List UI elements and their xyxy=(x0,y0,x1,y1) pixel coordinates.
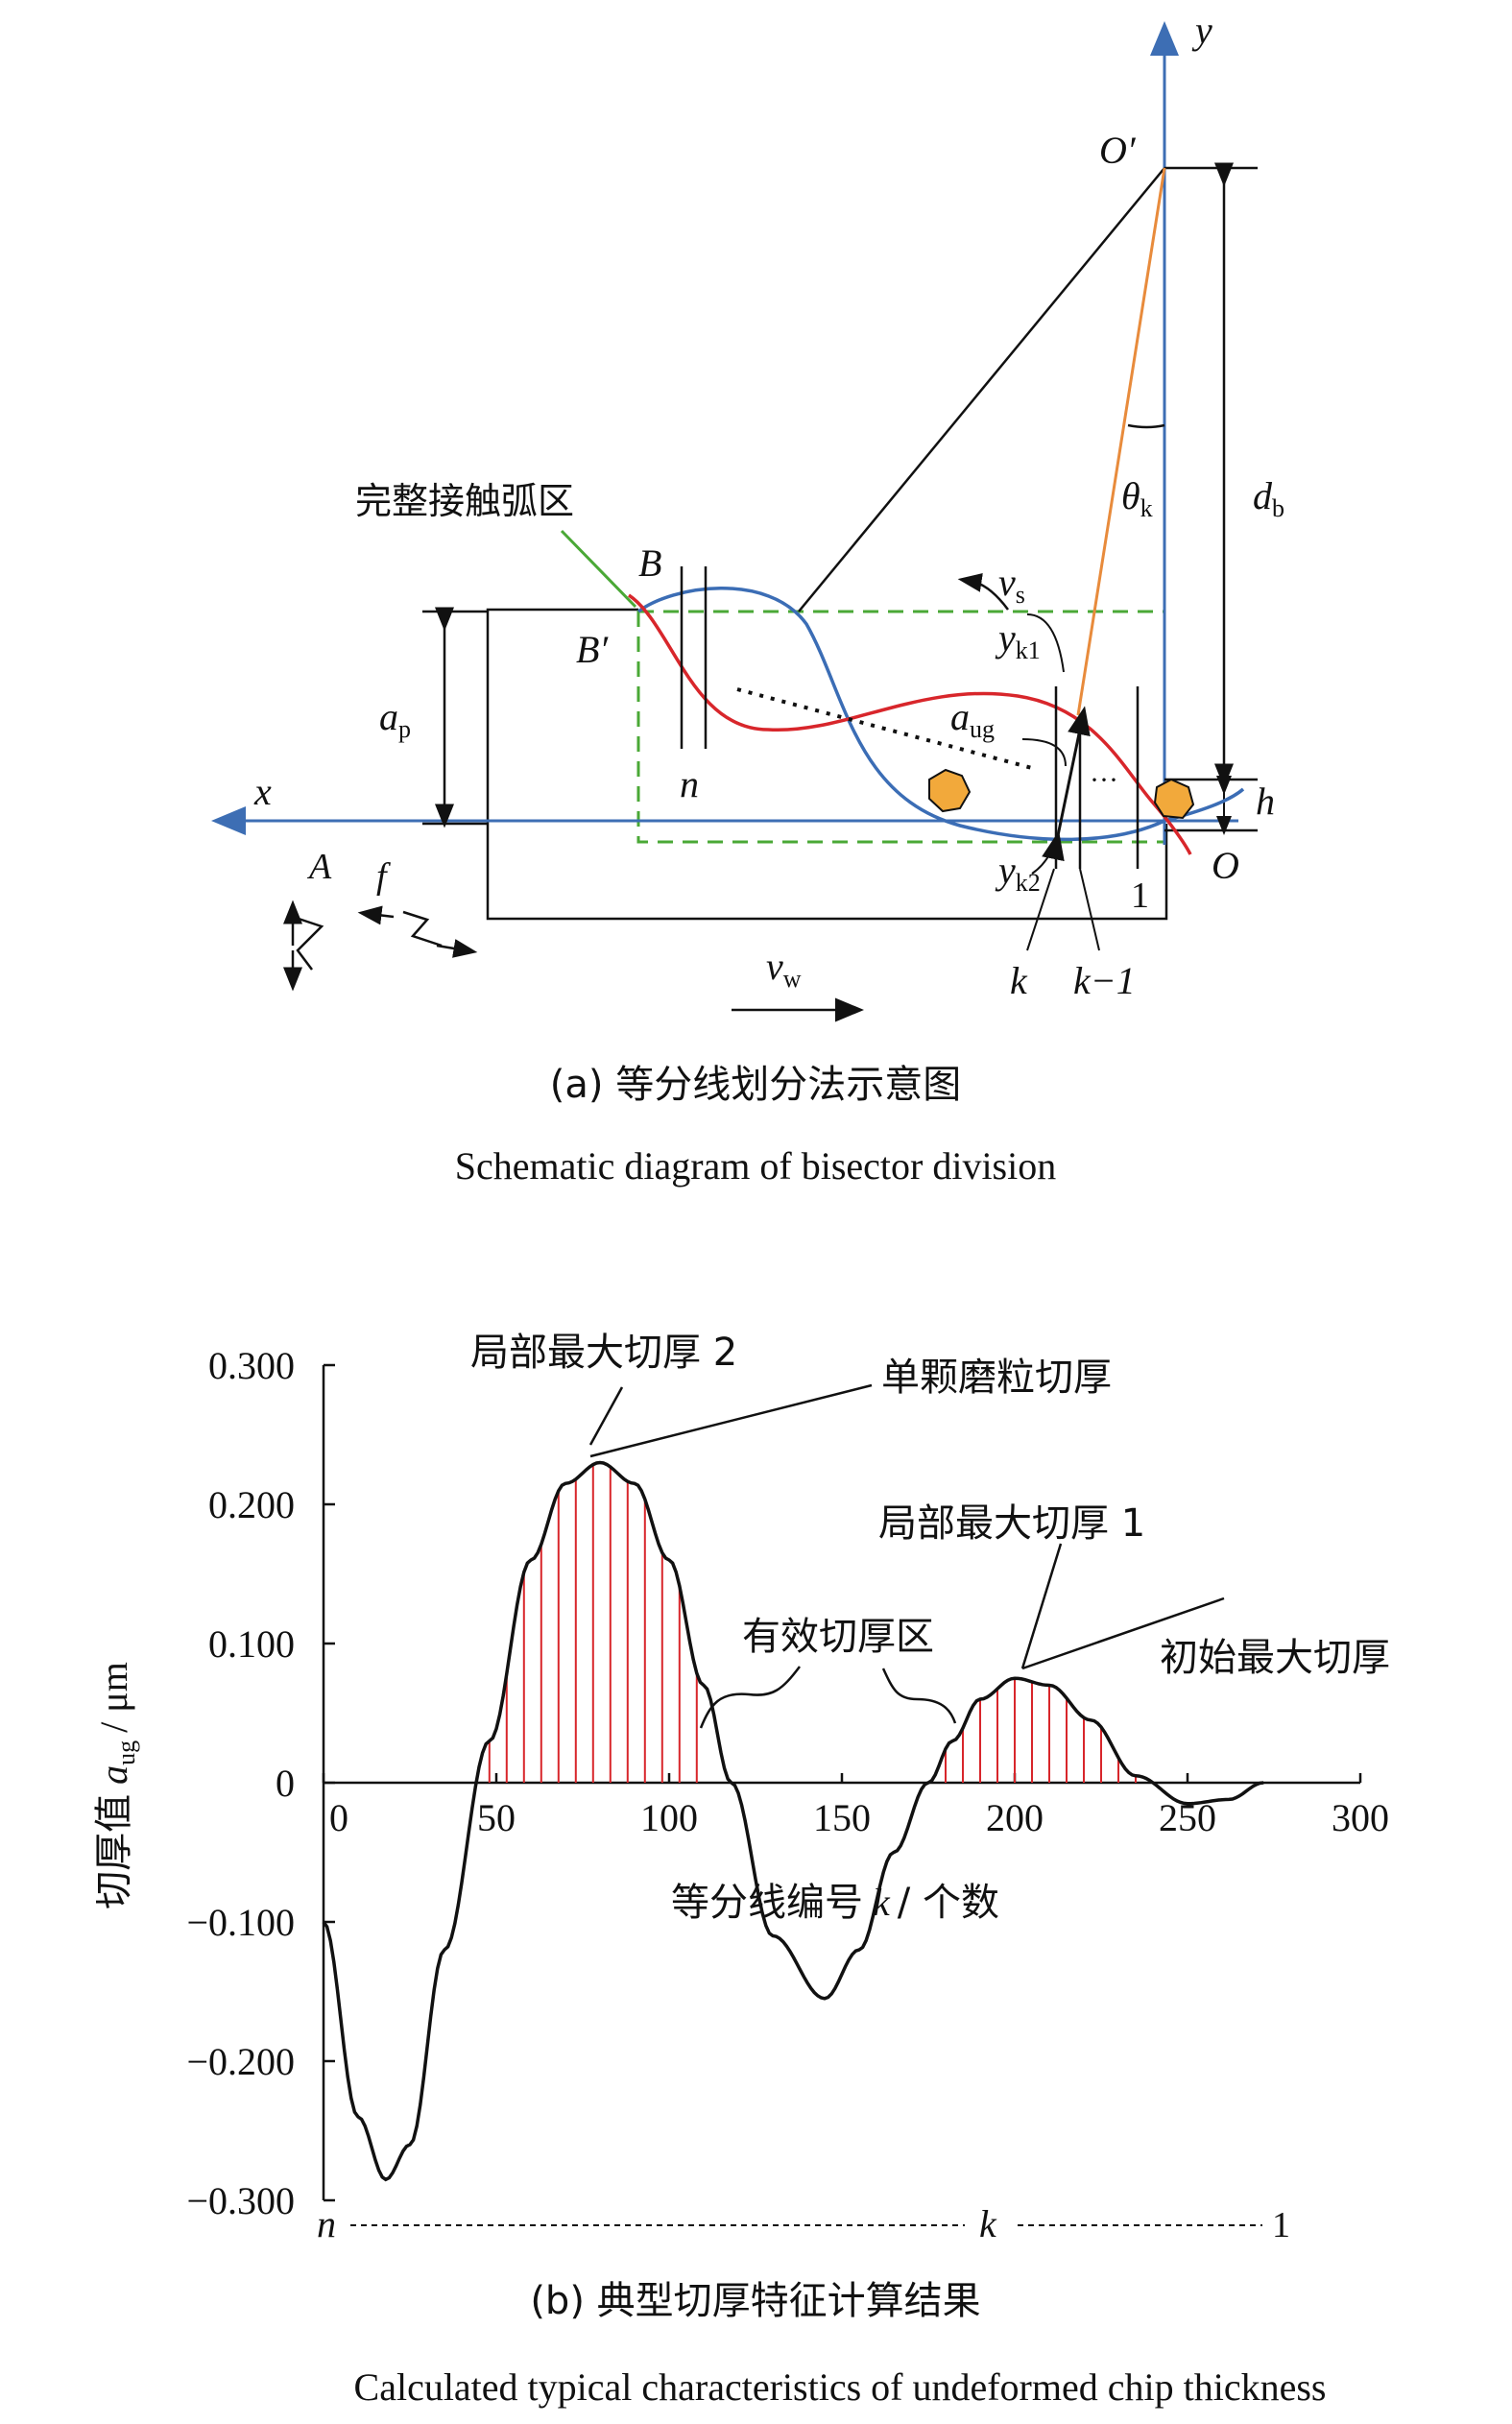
series-line xyxy=(322,1460,1264,2182)
yk2-label: yk2 xyxy=(995,849,1041,897)
local-max-1-leader xyxy=(1020,1543,1063,1669)
x-tick-label: 100 xyxy=(640,1796,698,1839)
k-minus-1-label: k−1 xyxy=(1073,959,1136,1002)
initial-max-label: 初始最大切厚 xyxy=(1160,1636,1390,1680)
yk2-leader xyxy=(1031,844,1055,875)
ap-label: ap xyxy=(379,695,411,743)
caption-b-cn: (b) 典型切厚特征计算结果 xyxy=(530,2279,980,2323)
f-arrow-right xyxy=(436,939,478,958)
y-axis-label: y xyxy=(1191,9,1212,52)
A-label: A xyxy=(306,847,332,887)
o-label: O xyxy=(1212,844,1239,887)
workpiece-outline xyxy=(486,608,1168,921)
theta-arc xyxy=(1127,423,1165,429)
vw-label: vw xyxy=(766,945,802,993)
local-max-1-label: 局部最大切厚 1 xyxy=(878,1501,1145,1546)
yk1-leader xyxy=(1026,613,1065,673)
y-axis-title: 切厚值aug/ μm xyxy=(92,1662,140,1909)
x-tick-label: 50 xyxy=(477,1796,516,1839)
f-arrow-left xyxy=(357,905,395,925)
k-ref-k: k xyxy=(979,2202,997,2245)
full-arc-label: 完整接触弧区 xyxy=(355,480,574,522)
x-tick-label: 200 xyxy=(986,1796,1044,1839)
b-prime-label: B′ xyxy=(576,628,609,671)
wheel-radius-line xyxy=(798,167,1165,612)
y-tick-label: 0.200 xyxy=(208,1483,295,1526)
local-max-2-label: 局部最大切厚 2 xyxy=(470,1331,737,1375)
aug-leader xyxy=(1021,738,1067,767)
theta-line xyxy=(1076,167,1166,716)
o-prime-label: O′ xyxy=(1099,129,1137,172)
caption-b-en: Calculated typical characteristics of un… xyxy=(354,2365,1327,2409)
one-label: 1 xyxy=(1131,876,1149,916)
db-label: db xyxy=(1253,474,1284,522)
green-leader xyxy=(560,529,637,609)
blue-curve xyxy=(636,587,1245,842)
chart-b: 0.300 0.200 0.100 0 −0.100 −0.200 −0.300 0 50 10… xyxy=(92,1331,1390,2409)
y-tick-label: −0.300 xyxy=(186,2179,295,2222)
local-max-2-leader xyxy=(588,1386,624,1446)
effective-zone-leader-right xyxy=(881,1668,957,1724)
x-tick-label: 0 xyxy=(329,1796,348,1839)
red-curve xyxy=(628,593,1192,855)
single-grain-leader xyxy=(589,1383,873,1458)
caption-a-en: Schematic diagram of bisector division xyxy=(455,1144,1057,1188)
grain-icon xyxy=(928,768,972,813)
initial-max-leader xyxy=(1021,1596,1225,1670)
b-label: B xyxy=(638,541,661,585)
vs-label: vs xyxy=(998,561,1025,609)
k-ref-1: 1 xyxy=(1272,2205,1290,2245)
aug-arrow xyxy=(1042,706,1091,862)
k-leader xyxy=(1026,868,1055,951)
y-tick-label: −0.200 xyxy=(186,2040,295,2083)
contact-region-box xyxy=(636,610,1166,844)
effective-zone-leader-left xyxy=(699,1666,801,1729)
diagram-a: 完整接触弧区 y x O′ O B B′ h n 1 k k−1 A f ···… xyxy=(211,9,1284,1188)
h-label: h xyxy=(1256,780,1275,823)
k1-leader xyxy=(1079,868,1100,951)
y-tick-label: 0 xyxy=(276,1762,295,1805)
n-label: n xyxy=(680,762,699,805)
x-tick-label: 300 xyxy=(1332,1796,1389,1839)
y-tick-label: 0.300 xyxy=(208,1344,295,1387)
x-axis-label: x xyxy=(253,770,272,813)
y-tick-label: 0.100 xyxy=(208,1622,295,1666)
k-ref-n: n xyxy=(317,2202,336,2245)
f-direction-icon xyxy=(402,910,443,948)
grain-icon xyxy=(1153,778,1195,820)
theta-k-label: θk xyxy=(1121,474,1153,522)
dots-label: ··· xyxy=(1090,764,1118,796)
vs-arrow xyxy=(957,572,1010,611)
aug-label: aug xyxy=(950,695,995,743)
single-grain-label: 单颗磨粒切厚 xyxy=(881,1356,1112,1400)
k-label: k xyxy=(1010,959,1028,1002)
effective-zone-label: 有效切厚区 xyxy=(742,1615,934,1659)
f-label: f xyxy=(376,856,391,897)
y-tick-label: −0.100 xyxy=(186,1901,295,1944)
A-direction-icon xyxy=(292,915,324,971)
dotted-trend xyxy=(736,687,1033,770)
yk1-label: yk1 xyxy=(995,616,1041,664)
x-tick-label: 150 xyxy=(813,1796,871,1839)
caption-a-cn: (a) 等分线划分法示意图 xyxy=(550,1063,961,1107)
